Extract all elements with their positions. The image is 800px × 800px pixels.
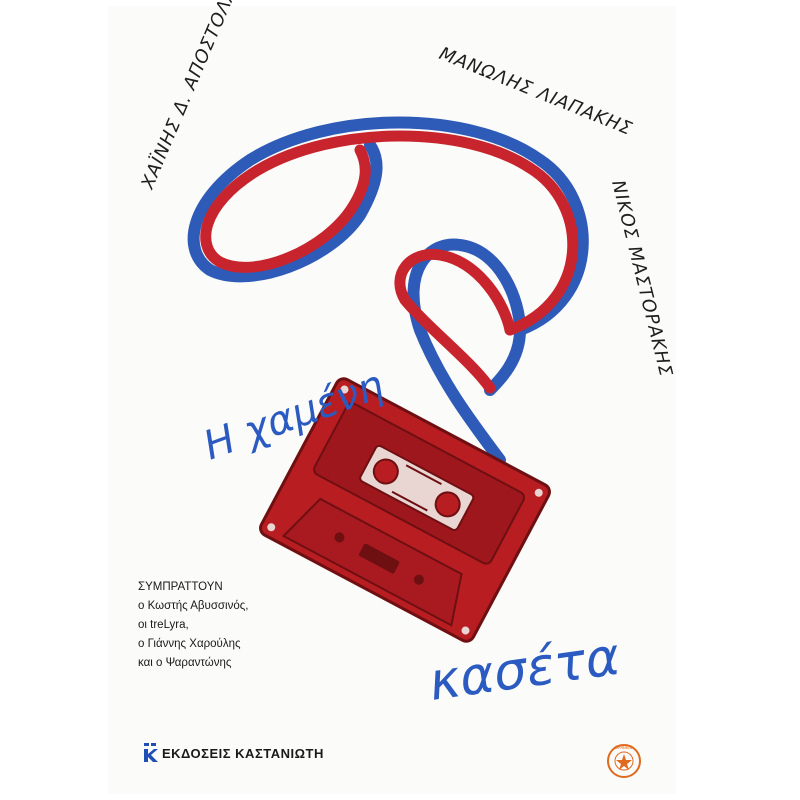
credits-heading: ΣΥΜΠΡΑΤΤΟΥΝ bbox=[138, 581, 223, 593]
tape-ribbon-blue-2 bbox=[187, 116, 589, 336]
tape-ribbon-red bbox=[394, 248, 516, 394]
publisher-logo-icon bbox=[144, 743, 158, 762]
author-name-3: ΝΙΚΟΣ ΜΑΣΤΟΡΑΚΗΣ bbox=[607, 178, 676, 379]
cassette-illustration bbox=[259, 377, 551, 643]
publisher-name: ΕΚΔΟΣΕΙΣ ΚΑΣΤΑΝΙΩΤΗ bbox=[162, 746, 324, 761]
credits-line: ο Κωστής Αβυσσινός, bbox=[138, 600, 249, 612]
credits-line: οι treLyra, bbox=[138, 619, 189, 631]
seal-text: ΒΡΑΒΕΙΟ bbox=[615, 745, 633, 750]
award-seal-icon: ΒΡΑΒΕΙΟ bbox=[607, 744, 641, 778]
title-line-2: κασέτα bbox=[425, 627, 623, 713]
credits-line: ο Γιάννης Χαρούλης bbox=[138, 638, 241, 650]
credits-line: και ο Ψαραντώνης bbox=[138, 657, 232, 669]
tape-ribbon-blue bbox=[407, 238, 527, 466]
tape-ribbon-red-2 bbox=[200, 130, 579, 336]
collaborators-list: ΣΥΜΠΡΑΤΤΟΥΝ ο Κωστής Αβυσσινός, οι treLy… bbox=[138, 578, 248, 673]
